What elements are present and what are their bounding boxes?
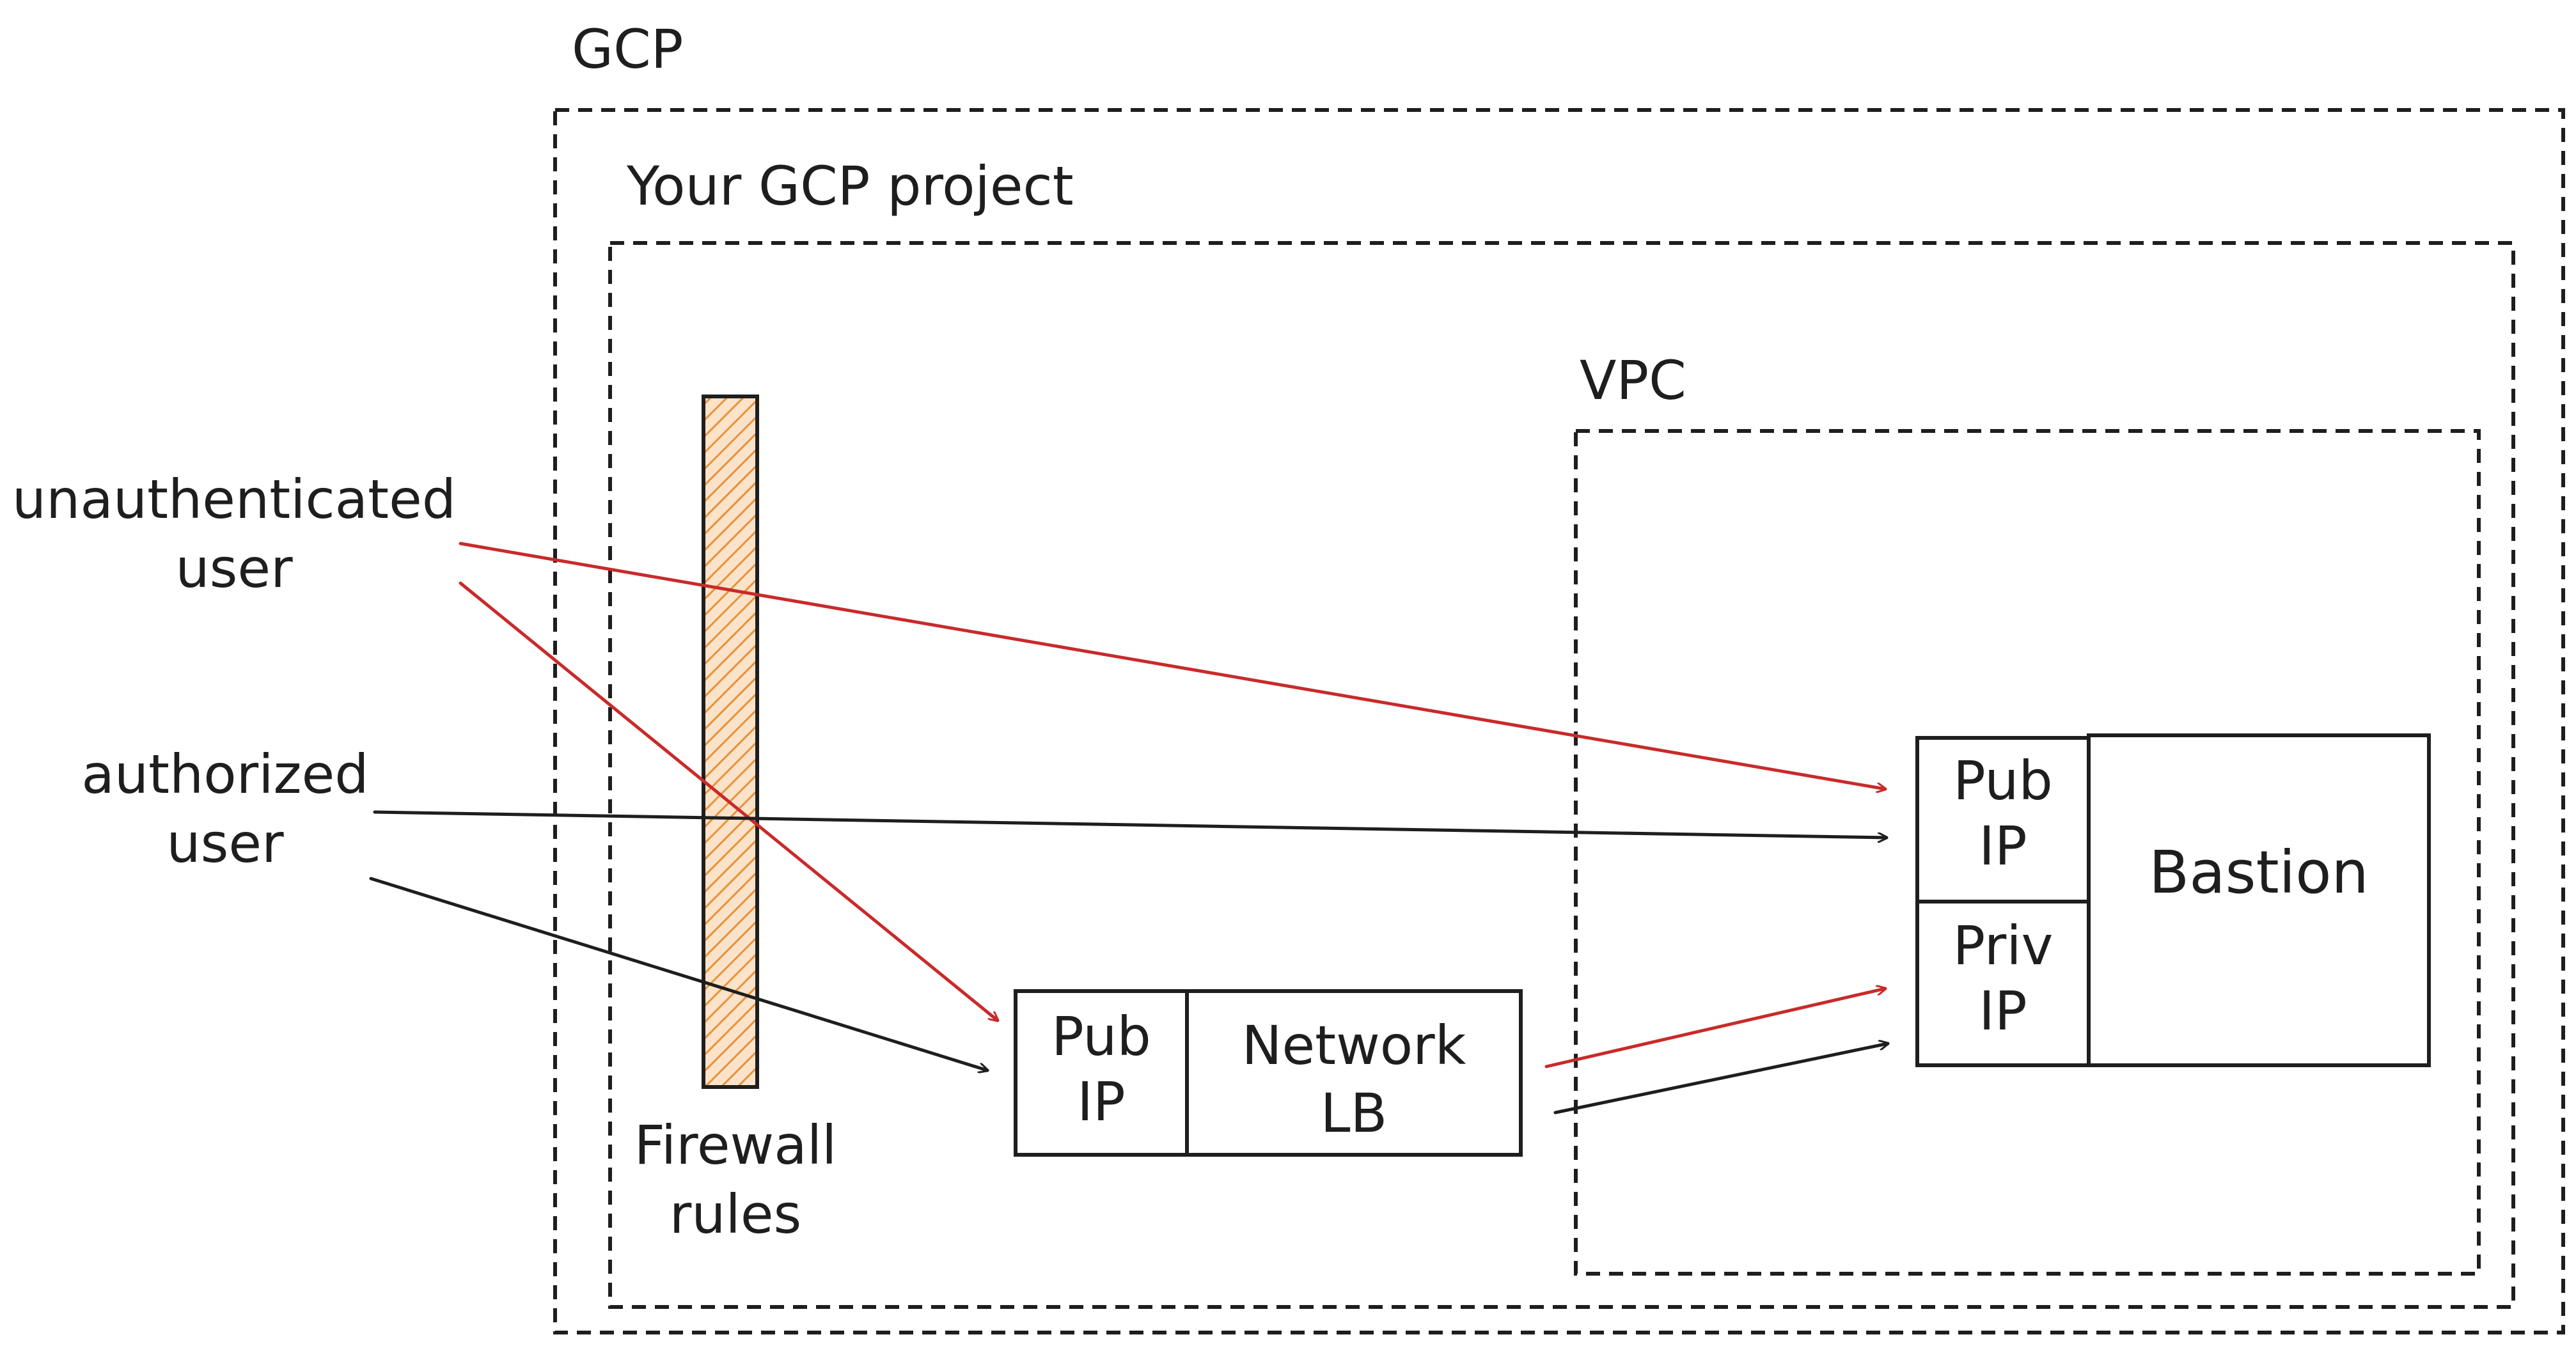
firewall: Firewall rules <box>634 395 837 1246</box>
bastion-priv-ip-box <box>1915 900 2091 1067</box>
vpc-zone-label: VPC <box>1580 349 1686 412</box>
flow-lb-to-bastion-priv-ip <box>1553 1044 1888 1114</box>
lb-pub-ip-line1: Pub <box>1051 1005 1151 1068</box>
vpc-zone: VPC <box>1574 349 2481 1276</box>
flow-unauth-to-lb-pub-ip <box>459 581 998 1021</box>
bastion-pub-ip-line1: Pub <box>1953 749 2053 812</box>
authorized-user-label-line1: authorized <box>81 743 368 806</box>
unauthenticated-user-label-line1: unauthenticated <box>12 468 456 531</box>
bastion-priv-ip-line2: IP <box>1979 980 2027 1042</box>
unauthenticated-user: unauthenticated user <box>12 468 456 600</box>
network-lb-box <box>1185 989 1523 1157</box>
bastion-label: Bastion <box>2149 838 2369 907</box>
project-zone-label: Your GCP project <box>626 155 1074 217</box>
bastion-pub-ip-line2: IP <box>1979 815 2027 877</box>
bastion-pub-ip-box <box>1915 736 2091 903</box>
authorized-user-label-line2: user <box>166 812 284 875</box>
authorized-user: authorized user <box>81 743 368 875</box>
network-lb-line2: LB <box>1321 1082 1387 1145</box>
bastion-group: Pub IP Priv IP Bastion <box>1915 733 2431 1067</box>
firewall-bar <box>702 395 759 1089</box>
flow-unauth-to-bastion-pub-ip <box>459 542 1885 789</box>
project-zone: Your GCP project <box>608 155 2515 1309</box>
firewall-label-line1: Firewall <box>634 1114 837 1177</box>
blocked-flows <box>459 542 1885 1068</box>
bastion-box <box>2087 733 2431 1067</box>
flow-lb-to-bastion-priv-ip-red <box>1544 989 1885 1068</box>
network-lb-line1: Network <box>1242 1014 1466 1077</box>
network-lb-group: Pub IP Network LB <box>1014 989 1523 1157</box>
gcp-zone-label: GCP <box>572 18 683 81</box>
bastion-priv-ip-line1: Priv <box>1953 914 2054 977</box>
lb-pub-ip-line2: IP <box>1077 1070 1125 1133</box>
firewall-label-line2: rules <box>670 1183 802 1246</box>
flow-auth-to-bastion-pub-ip <box>373 810 1889 838</box>
unauthenticated-user-label-line2: user <box>175 537 293 600</box>
gcp-zone: GCP <box>553 18 2565 1334</box>
flow-auth-to-lb-pub-ip <box>369 877 987 1070</box>
allowed-flows <box>369 810 1889 1114</box>
